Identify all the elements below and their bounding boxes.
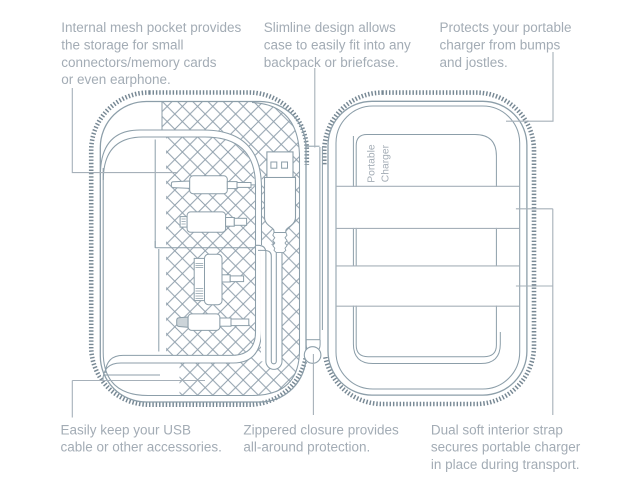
svg-text:Internal mesh pocket providest: Internal mesh pocket providesthe storage… bbox=[61, 20, 241, 87]
svg-text:Zippered closure providesall-a: Zippered closure providesall-around prot… bbox=[243, 422, 399, 454]
svg-text:Protects your portablecharger: Protects your portablecharger from bumps… bbox=[440, 20, 572, 70]
svg-text:PortableCharger: PortableCharger bbox=[367, 144, 392, 183]
svg-text:Slimline design allowscase to: Slimline design allowscase to easily fit… bbox=[264, 20, 411, 70]
svg-text:Dual soft interior strapsecure: Dual soft interior strapsecures portable… bbox=[431, 422, 581, 472]
svg-text:Easily keep your USBcable or o: Easily keep your USBcable or other acces… bbox=[61, 422, 222, 454]
